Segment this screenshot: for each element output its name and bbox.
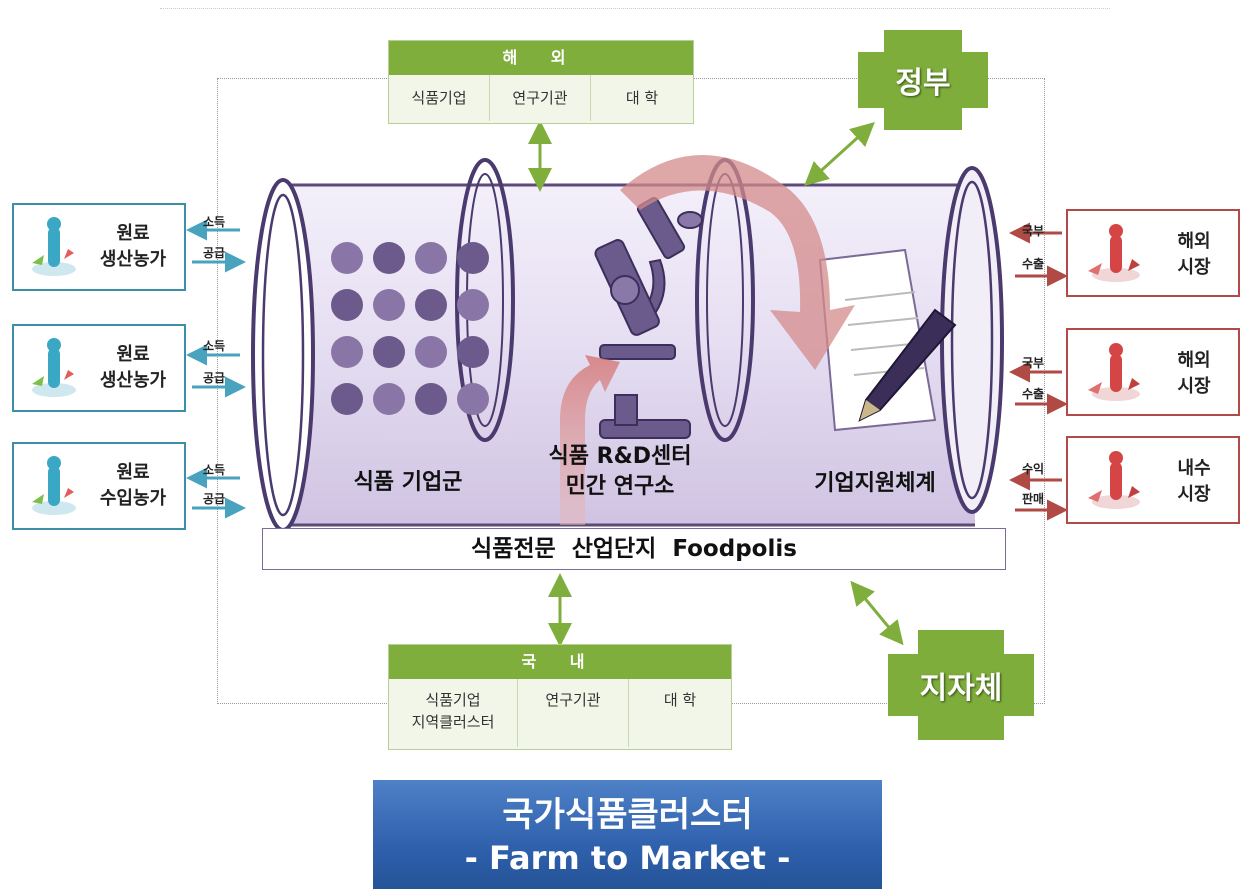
green-connectors: [528, 120, 904, 647]
section-support-system: 기업지원체계: [814, 471, 936, 496]
government-label: 정부: [895, 66, 951, 101]
market-1-flow-in: 국부: [1022, 224, 1045, 238]
food-icons-grid: [331, 242, 489, 415]
farmer-1-flow-out: 공급: [203, 246, 226, 260]
market-3-line2: 시장: [1177, 484, 1211, 505]
microscope-icon: [594, 196, 703, 439]
market-3-line1: 내수: [1177, 458, 1211, 479]
domestic-cell-universities: 대 학: [628, 679, 731, 747]
farmer-box-3: 원료 수입농가: [12, 442, 186, 530]
farmer-1-flow-in: 소득: [203, 215, 226, 229]
footer-title: 국가식품클러스터: [502, 795, 753, 835]
domestic-table-title: 국 내: [389, 645, 731, 679]
section-rnd-line1: 식품 R&D센터: [548, 444, 692, 469]
market-2-flow-in: 국부: [1022, 356, 1045, 370]
farmer-2-flow-in: 소득: [203, 339, 226, 353]
farmer-2-line1: 원료: [116, 344, 150, 365]
section-rnd-center: 식품 R&D센터 민간 연구소: [520, 442, 720, 502]
document-pen-icon: [818, 248, 957, 432]
section-rnd-line2: 민간 연구소: [565, 474, 675, 499]
market-2-flow-out: 수출: [1022, 387, 1045, 401]
farmer-figure-icon: [32, 217, 76, 276]
foodpolis-bar: 식품전문 산업단지 Foodpolis: [262, 528, 1006, 570]
pink-arrow-curve: [620, 155, 855, 370]
farmer-2-flow-out: 공급: [203, 371, 226, 385]
local-government-label: 지자체: [919, 671, 1003, 706]
market-1-line2: 시장: [1177, 257, 1211, 278]
market-2-line1: 해외: [1177, 350, 1211, 371]
footer-subtitle: - Farm to Market -: [464, 839, 791, 877]
farmer-3-line2: 수입농가: [99, 488, 167, 509]
domestic-cell-institutes: 연구기관: [517, 679, 628, 747]
overseas-table-title: 해 외: [389, 41, 693, 75]
market-3-flow-out: 판매: [1022, 492, 1045, 506]
market-figure-icon: [1088, 343, 1140, 401]
footer-title-box: 국가식품클러스터 - Farm to Market -: [373, 780, 882, 889]
farmer-3-flow-in: 소득: [203, 463, 226, 477]
market-figure-icon: [1088, 224, 1140, 282]
market-figure-icon: [1088, 451, 1140, 509]
farmer-1-line2: 생산농가: [99, 249, 167, 270]
farmer-1-line1: 원료: [116, 223, 150, 244]
government-badge: 정부: [858, 30, 988, 130]
farmer-flow-arrows: [186, 219, 246, 519]
section-food-companies: 식품 기업군: [353, 470, 463, 495]
market-box-1: 해외 시장: [1066, 209, 1240, 297]
farmer-box-1: 원료 생산농가: [12, 203, 186, 291]
local-government-badge: 지자체: [888, 630, 1034, 740]
overseas-cell-universities: 대 학: [590, 75, 693, 121]
domestic-table: 국 내 식품기업 지역클러스터 연구기관 대 학: [388, 644, 732, 750]
farmer-3-line1: 원료: [116, 462, 150, 483]
farmer-3-flow-out: 공급: [203, 492, 226, 506]
overseas-cell-companies: 식품기업: [411, 89, 467, 107]
farmer-figure-icon: [32, 338, 76, 397]
farmer-figure-icon: [32, 456, 76, 515]
market-box-3: 내수 시장: [1066, 436, 1240, 524]
market-1-line1: 해외: [1177, 231, 1211, 252]
farmer-2-line2: 생산농가: [99, 370, 167, 391]
market-1-flow-out: 수출: [1022, 257, 1045, 271]
pink-arrow-up: [560, 355, 620, 525]
overseas-table: 해 외 식품기업 연구기관 대 학: [388, 40, 694, 124]
top-frame-line: [160, 8, 1110, 9]
market-box-2: 해외 시장: [1066, 328, 1240, 416]
market-2-line2: 시장: [1177, 376, 1211, 397]
domestic-cell-companies: 식품기업 지역클러스터: [411, 691, 495, 731]
market-3-flow-in: 수익: [1022, 462, 1045, 476]
market-flow-arrows: [1009, 222, 1068, 521]
overseas-cell-institutes: 연구기관: [489, 75, 590, 121]
farmer-box-2: 원료 생산농가: [12, 324, 186, 412]
